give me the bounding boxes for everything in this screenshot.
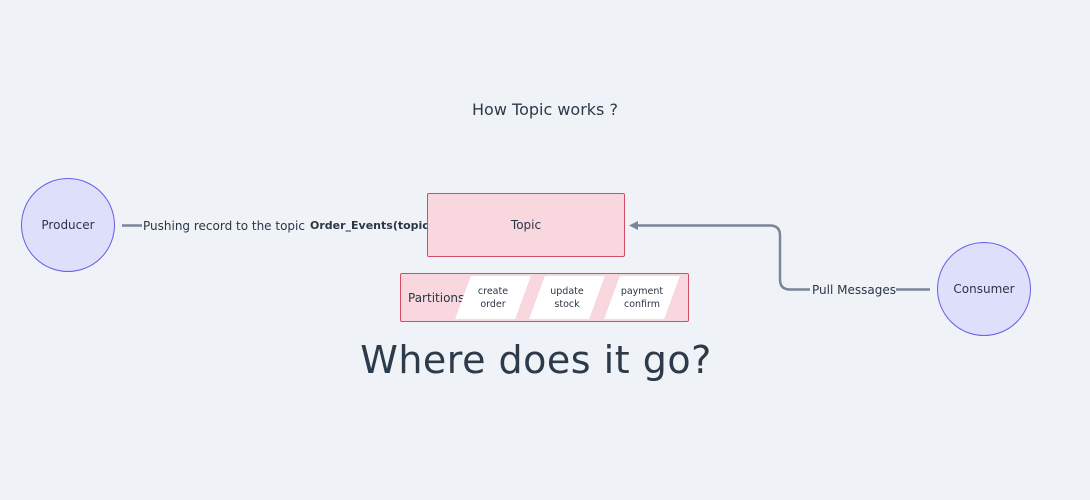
topic-name-label: Order_Events(topic) xyxy=(310,219,434,232)
push-edge-label: Pushing record to the topic xyxy=(143,219,305,233)
consumer-label: Consumer xyxy=(953,282,1015,296)
topic-node: Topic xyxy=(427,193,625,257)
topic-label: Topic xyxy=(510,218,542,232)
consumer-node: Consumer xyxy=(937,242,1031,336)
producer-label: Producer xyxy=(41,218,95,232)
partition-create-order: create order xyxy=(455,276,531,319)
producer-node: Producer xyxy=(21,178,115,272)
partitions-label: Partitions xyxy=(408,291,465,305)
partition-payment-confirm: payment confirm xyxy=(604,276,680,319)
partition-label: payment confirm xyxy=(620,285,664,310)
pull-arrow xyxy=(636,224,930,291)
diagram-title: How Topic works ? xyxy=(472,100,618,119)
pull-edge-label: Pull Messages xyxy=(812,283,896,297)
partition-update-stock: update stock xyxy=(529,276,605,319)
partition-label: create order xyxy=(477,285,509,310)
question-text: Where does it go? xyxy=(360,338,712,382)
partition-label: update stock xyxy=(550,285,584,310)
pull-arrow-head xyxy=(629,221,638,230)
